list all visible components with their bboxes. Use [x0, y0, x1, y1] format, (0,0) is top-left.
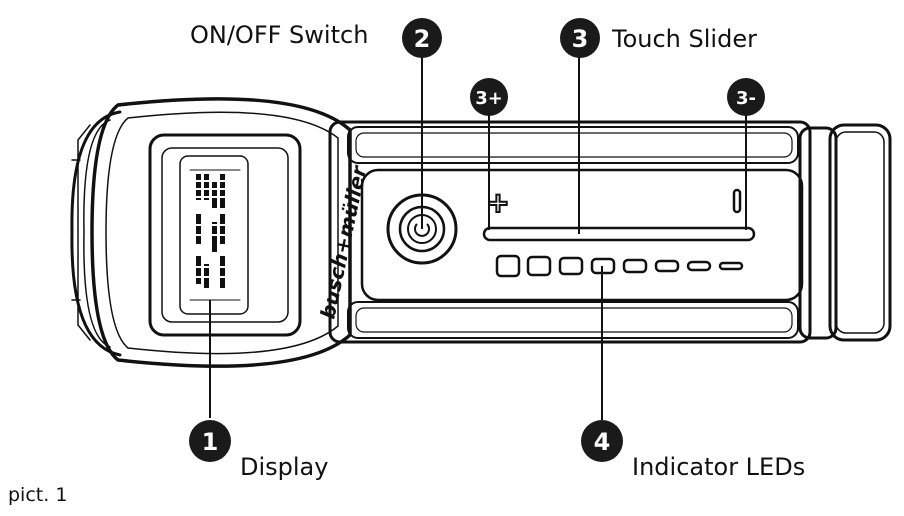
main-tube — [328, 120, 812, 344]
touch-slider[interactable] — [482, 188, 756, 242]
callout-3-plus: 3+ — [470, 78, 508, 116]
indicator-led — [622, 258, 648, 274]
indicator-led — [686, 260, 712, 272]
callout-2-number: 2 — [414, 25, 431, 53]
callout-3-plus-number: 3+ — [475, 88, 503, 109]
indicator-led — [526, 255, 552, 277]
head-housing — [90, 97, 352, 368]
display-dot-matrix — [196, 174, 225, 288]
callout-3: 3 — [560, 18, 600, 58]
callout-2: 2 — [402, 18, 442, 58]
leader-lines — [209, 56, 747, 420]
figure-caption: pict. 1 — [8, 484, 68, 506]
indicator-led — [654, 259, 680, 273]
control-panel — [360, 168, 804, 302]
display-window — [148, 133, 302, 337]
power-icon — [414, 223, 430, 237]
callout-1: 1 — [189, 420, 231, 462]
indicator-leds — [495, 254, 744, 278]
device-illustration — [70, 97, 892, 368]
end-cap — [828, 123, 892, 342]
callout-3-number: 3 — [572, 25, 589, 53]
front-rim — [70, 110, 122, 357]
callout-3-label: Touch Slider — [611, 25, 757, 53]
indicator-led — [495, 254, 521, 278]
indicator-led — [558, 256, 584, 276]
callout-2-label: ON/OFF Switch — [190, 21, 368, 49]
callout-4-label: Indicator LEDs — [632, 453, 805, 481]
callout-4: 4 — [581, 420, 623, 462]
slider-minus-mark — [732, 188, 742, 214]
callout-3-minus: 3- — [727, 78, 765, 116]
callout-4-number: 4 — [594, 428, 611, 456]
callout-1-number: 1 — [202, 428, 219, 456]
callout-3-minus-number: 3- — [736, 88, 756, 109]
callout-1-label: Display — [240, 453, 328, 481]
indicator-led — [718, 261, 744, 271]
